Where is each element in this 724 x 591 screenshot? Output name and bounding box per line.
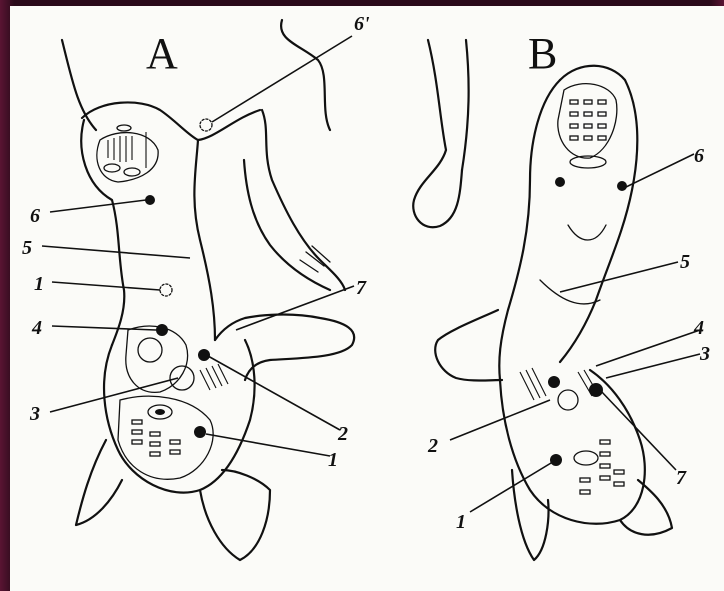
- panel-b-label-5: 5: [680, 251, 690, 273]
- panel-a: A: [22, 13, 370, 560]
- panel-b: B: [413, 29, 710, 560]
- panel-a-label-1-lower: 1: [328, 449, 338, 471]
- panel-b-letter: B: [528, 29, 557, 78]
- panel-a-label-1-upper: 1: [34, 273, 44, 295]
- panel-b-label-2: 2: [427, 435, 438, 457]
- panel-a-label-6-prime: 6': [354, 13, 370, 35]
- panel-b-label-6: 6: [694, 145, 704, 167]
- panel-b-label-7: 7: [676, 467, 687, 489]
- panel-a-label-7: 7: [356, 277, 367, 299]
- panel-b-label-3: 3: [699, 343, 710, 365]
- panel-a-label-2: 2: [337, 423, 348, 445]
- panel-b-label-1: 1: [456, 511, 466, 533]
- panel-a-label-6: 6: [30, 205, 40, 227]
- panel-a-label-5: 5: [22, 237, 32, 259]
- panel-b-label-4: 4: [693, 317, 704, 339]
- panel-a-label-3: 3: [29, 403, 40, 425]
- panel-a-label-4: 4: [31, 317, 42, 339]
- panel-a-letter: A: [146, 29, 178, 78]
